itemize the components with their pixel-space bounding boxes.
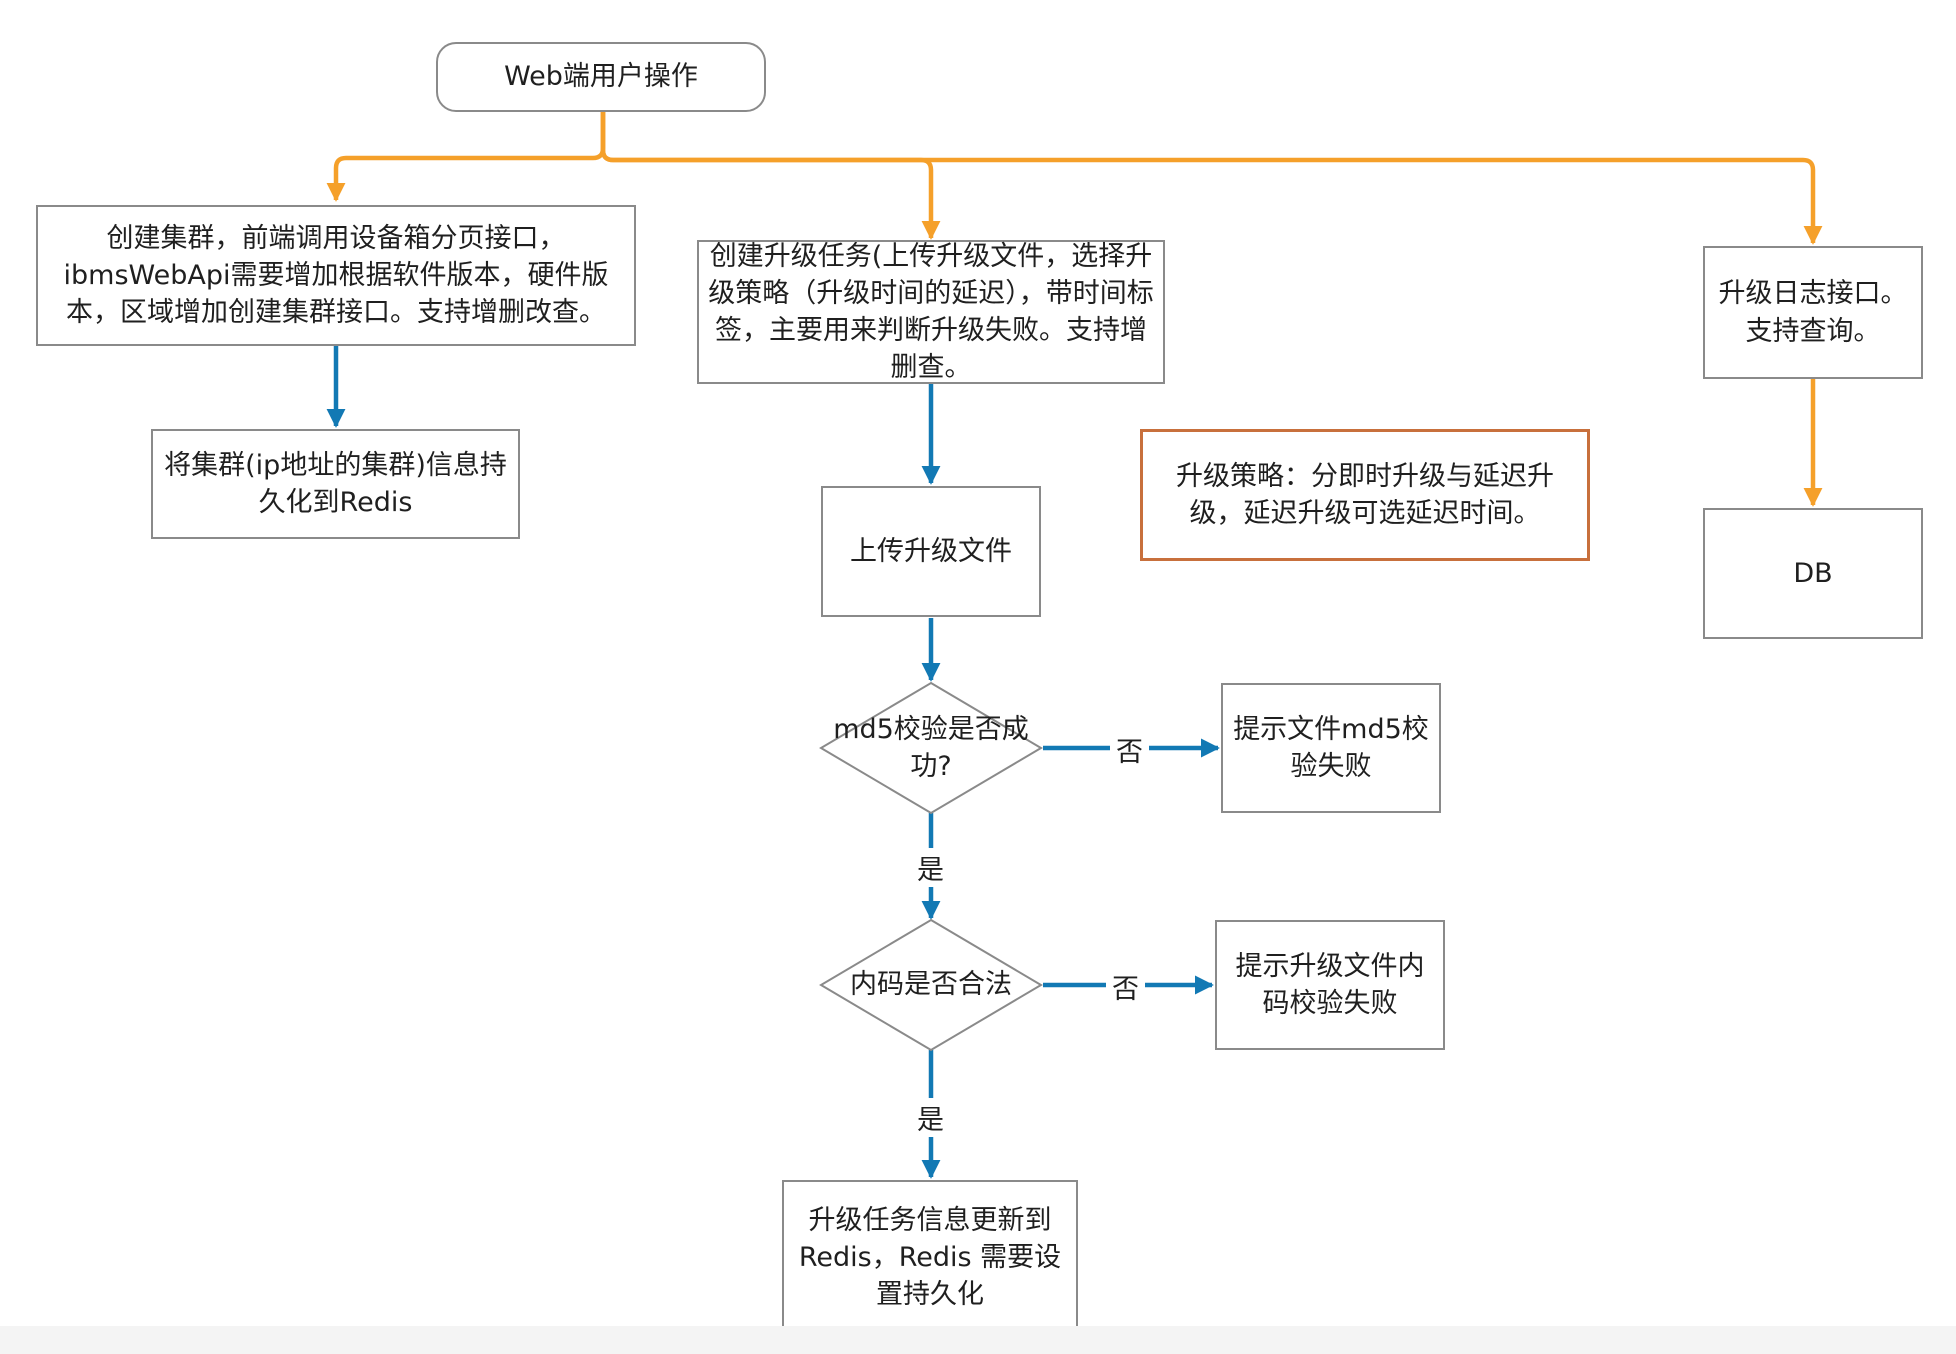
create-cluster-label: 创建集群，前端调用设备箱分页接口，ibmsWebApi需要增加根据软件版本，硬件… [63, 222, 609, 329]
md5-fail-node: 提示文件md5校验失败 [1221, 683, 1441, 813]
edge-start-to-upgrade-log [600, 112, 1823, 245]
edge-start-to-create-cluster [326, 112, 606, 202]
code-check-text: 内码是否合法 [850, 969, 1012, 1001]
upgrade-log-node: 升级日志接口。支持查询。 [1703, 246, 1923, 379]
upgrade-log-label: 升级日志接口。支持查询。 [1718, 278, 1908, 347]
edge-start-to-create-task [600, 112, 941, 240]
update-redis-label: 升级任务信息更新到Redis，Redis 需要设置持久化 [798, 1204, 1062, 1311]
code-fail-node: 提示升级文件内码校验失败 [1215, 920, 1445, 1050]
create-cluster-node: 创建集群，前端调用设备箱分页接口，ibmsWebApi需要增加根据软件版本，硬件… [36, 205, 636, 346]
edge-label-md5-yes: 是 [911, 848, 950, 887]
edge-label-code-yes: 是 [911, 1098, 950, 1137]
edge-label-code-no: 否 [1106, 967, 1145, 1006]
md5-fail-label: 提示文件md5校验失败 [1233, 713, 1429, 782]
create-task-label: 创建升级任务(上传升级文件，选择升级策略（升级时间的延迟），带时间标签，主要用来… [708, 240, 1154, 384]
create-task-node: 创建升级任务(上传升级文件，选择升级策略（升级时间的延迟），带时间标签，主要用来… [697, 240, 1165, 384]
persist-cluster-node: 将集群(ip地址的集群)信息持久化到Redis [151, 429, 520, 539]
strategy-note-label: 升级策略：分即时升级与延迟升级，延迟升级可选延迟时间。 [1176, 460, 1554, 529]
persist-cluster-label: 将集群(ip地址的集群)信息持久化到Redis [164, 449, 507, 518]
start-node: Web端用户操作 [436, 42, 766, 112]
edge-label-md5-no: 否 [1110, 730, 1149, 769]
upload-file-label: 上传升级文件 [850, 535, 1012, 567]
db-node: DB [1703, 508, 1923, 639]
md5-check-label: md5校验是否成功? [826, 708, 1036, 788]
code-fail-label: 提示升级文件内码校验失败 [1235, 950, 1425, 1019]
start-node-label: Web端用户操作 [504, 61, 698, 93]
code-check-label: 内码是否合法 [826, 960, 1036, 1010]
md5-check-text: md5校验是否成功? [833, 713, 1029, 782]
upload-file-node: 上传升级文件 [821, 486, 1041, 617]
strategy-note: 升级策略：分即时升级与延迟升级，延迟升级可选延迟时间。 [1140, 429, 1590, 561]
code-check-diamond [819, 918, 1043, 1052]
db-label: DB [1793, 557, 1833, 589]
update-redis-node: 升级任务信息更新到Redis，Redis 需要设置持久化 [782, 1180, 1078, 1335]
bottom-band [0, 1326, 1956, 1354]
md5-check-diamond [819, 681, 1043, 815]
